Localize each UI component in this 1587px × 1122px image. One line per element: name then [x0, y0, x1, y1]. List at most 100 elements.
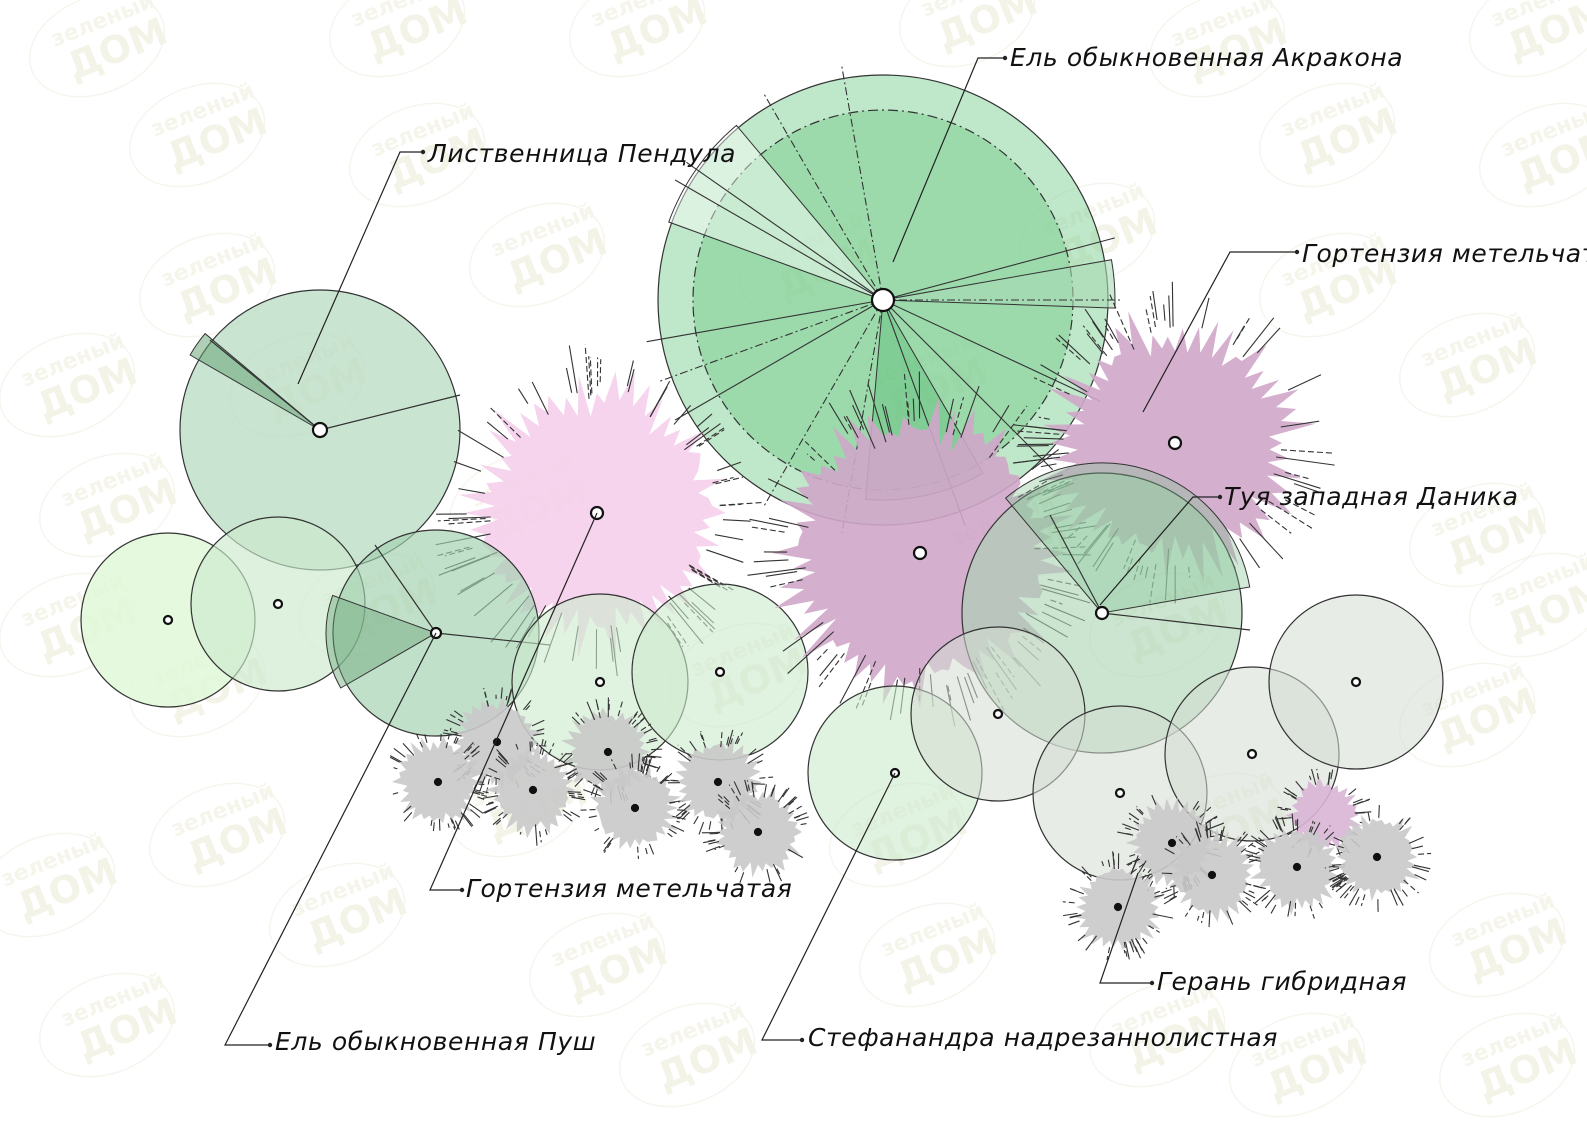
whisker [525, 703, 532, 711]
whisker [642, 753, 649, 775]
whisker [1154, 894, 1165, 898]
hydrangea-right-center [912, 545, 928, 561]
whisker [485, 778, 490, 794]
whisker [1287, 901, 1292, 917]
whisker [1348, 888, 1360, 906]
whisker [1142, 868, 1146, 872]
whisker [684, 423, 721, 451]
whisker [483, 805, 499, 814]
whisker [1122, 823, 1140, 831]
whisker [1393, 888, 1404, 906]
whisker [449, 713, 464, 723]
whisker [1180, 832, 1191, 846]
whisker [463, 741, 474, 754]
whisker [1112, 852, 1115, 866]
whisker [992, 405, 1010, 433]
geranium-center [1167, 838, 1177, 848]
whisker [1248, 890, 1255, 894]
labels-layer: Ель обыкновенная Акракона Лиственница Пе… [275, 43, 1587, 1056]
whisker [1248, 858, 1258, 863]
whisker [678, 803, 687, 809]
whisker [626, 360, 634, 387]
whisker [1038, 416, 1050, 420]
whisker [845, 415, 859, 439]
whisker [389, 755, 402, 763]
whisker [1101, 860, 1105, 867]
whisker [1136, 808, 1144, 816]
whisker [696, 413, 713, 428]
whisker [819, 654, 838, 677]
leader-spruce-push [224, 632, 437, 1046]
watermark-ring [1408, 482, 1546, 588]
whisker [749, 518, 789, 528]
whisker [747, 753, 764, 764]
whisker [1275, 815, 1284, 833]
watermark-ring [1398, 312, 1536, 418]
stephanandra-center [272, 598, 284, 610]
whisker [903, 370, 910, 425]
whisker [782, 787, 790, 798]
whisker [1295, 780, 1304, 791]
spruce-akrakona-ray [762, 299, 884, 509]
whisker [839, 654, 867, 704]
watermark-ring [38, 972, 176, 1078]
whisker [1068, 920, 1080, 926]
whisker [747, 567, 806, 576]
whisker [739, 872, 745, 884]
whisker [1081, 871, 1092, 882]
whisker [734, 735, 740, 745]
whisker [569, 794, 585, 799]
whisker [568, 345, 578, 394]
whisker [651, 748, 663, 751]
whisker [469, 803, 484, 814]
whisker [698, 429, 725, 447]
whisker [1390, 889, 1398, 906]
whisker [570, 811, 581, 818]
whisker [767, 478, 809, 499]
whisker [1281, 816, 1286, 827]
whisker [800, 822, 807, 826]
whisker [631, 711, 644, 725]
whisker [1414, 874, 1427, 881]
whisker [500, 687, 503, 699]
whisker [1127, 858, 1141, 866]
whisker [1323, 825, 1331, 834]
geranium-center [1372, 852, 1382, 862]
whisker [677, 751, 691, 762]
whisker [1192, 800, 1200, 810]
geranium-center [713, 777, 723, 787]
whisker [1206, 816, 1218, 824]
whisker [717, 798, 731, 810]
whisker [1247, 851, 1260, 859]
spruce-akrakona-center [870, 287, 896, 313]
whisker [1168, 295, 1171, 328]
whisker [447, 823, 450, 828]
whisker [558, 752, 567, 763]
watermark-ring [568, 0, 706, 78]
whisker [424, 734, 428, 743]
whisker [586, 701, 596, 721]
watermark-ring [1088, 982, 1226, 1088]
whisker [415, 733, 423, 748]
whisker [1136, 806, 1144, 814]
whisker [1331, 877, 1349, 891]
geranium-center [433, 777, 443, 787]
label-spruce-push: Ель обыкновенная Пуш [275, 1027, 596, 1056]
whisker [1200, 912, 1205, 923]
whisker [565, 768, 577, 775]
plants-layer [80, 63, 1444, 960]
whisker [575, 712, 585, 724]
whisker [1129, 863, 1145, 875]
whisker [1123, 941, 1128, 960]
whisker [1247, 842, 1265, 852]
whisker [768, 517, 809, 528]
whisker [1284, 499, 1315, 516]
whisker [580, 809, 596, 811]
whisker [696, 427, 725, 447]
whisker [671, 824, 685, 832]
